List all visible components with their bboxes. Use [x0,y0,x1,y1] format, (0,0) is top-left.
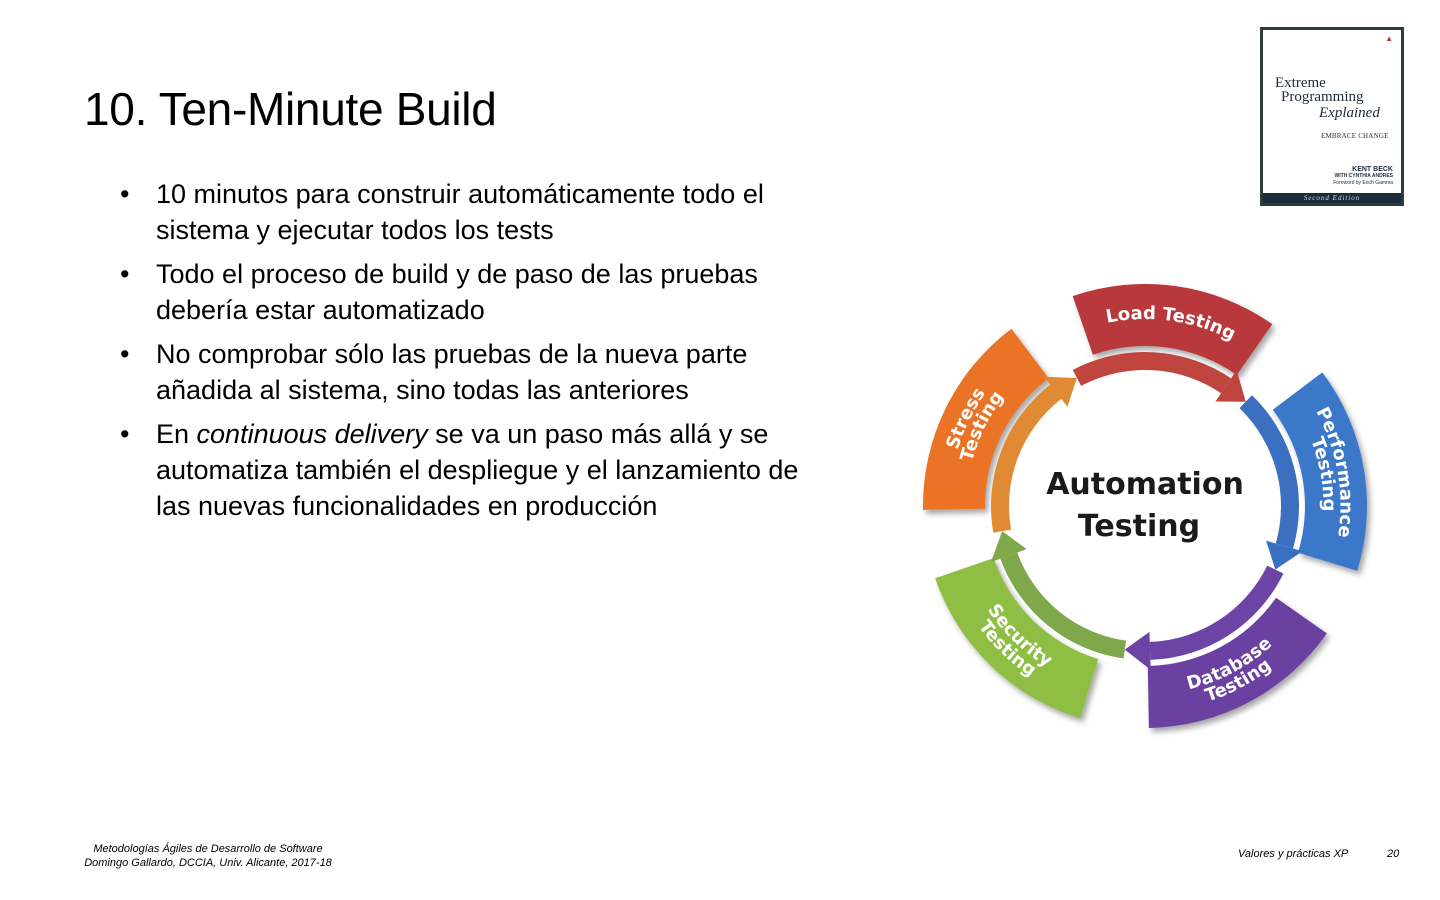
diagram-arrowhead [990,531,1027,563]
footer-credits: Metodologías Ágiles de Desarrollo de Sof… [58,842,358,870]
bullet-marker: • [120,259,130,289]
footer-course: Metodologías Ágiles de Desarrollo de Sof… [93,843,323,855]
diagram-cycle-arrow [1149,565,1284,660]
diagram-segment-band [1147,597,1327,728]
diagram-cycle-arrow [991,384,1062,533]
book-coauthor: WITH CYNTHIA ANDRES [1334,173,1393,179]
book-author: KENT BECK [1352,166,1393,173]
slide-title: 10. Ten-Minute Build [84,83,497,135]
footer-author: Domingo Gallardo, DCCIA, Univ. Alicante,… [84,857,332,869]
diagram-center-line1: Automation [1046,467,1244,502]
bullet-list: • 10 minutos para construir automáticame… [120,176,800,532]
diagram-arrowhead [1044,376,1077,407]
diagram-segment-band [1072,283,1273,375]
book-title-line1: Extreme [1275,75,1326,91]
bullet-text-emphasis: continuous delivery [196,419,428,449]
book-cover-image: ▲ Extreme Programming Explained EMBRACE … [1260,27,1404,206]
bullet-item: • En continuous delivery se va un paso m… [120,416,800,524]
diagram-center-line2: Testing [1078,509,1200,544]
automation-testing-diagram: Load TestingPerformanceTestingDatabaseTe… [922,283,1368,728]
bullet-marker: • [120,419,130,449]
diagram-cycle-arrow [1239,395,1299,549]
book-authors: KENT BECK WITH CYNTHIA ANDRES Foreword b… [1333,166,1393,187]
diagram-arrowhead [1266,540,1303,570]
bullet-text-post: se va un paso más allá y se automatiza t… [156,419,799,521]
diagram-segment-band [935,558,1099,719]
book-edition-band: Second Edition [1263,193,1401,203]
book-subtitle: EMBRACE CHANGE [1321,132,1389,140]
diagram-cycle-arrow [1072,352,1232,394]
diagram-arrowhead [1215,370,1246,402]
bullet-item: • No comprobar sólo las pruebas de la nu… [120,336,800,408]
bullet-marker: • [120,339,130,369]
bullet-item: • Todo el proceso de build y de paso de … [120,256,800,328]
bullet-text: Todo el proceso de build y de paso de la… [156,259,758,325]
publisher-logo-icon: ▲ [1385,34,1393,43]
bullet-item: • 10 minutos para construir automáticame… [120,176,800,248]
book-foreword: Foreword by Erich Gamma [1333,180,1393,186]
bullet-marker: • [120,179,130,209]
book-title-line3: Explained [1319,105,1380,121]
bullet-text: 10 minutos para construir automáticament… [156,179,764,245]
diagram-cycle-arrow [1000,552,1127,659]
footer-section-title: Valores y prácticas XP [1238,848,1349,860]
bullet-text: No comprobar sólo las pruebas de la nuev… [156,339,748,405]
page-number: 20 [1387,848,1400,860]
book-title-line2: Programming [1281,89,1364,105]
diagram-arrowhead [1124,631,1151,670]
diagram-segment-band [1272,372,1368,571]
diagram-segment-band [922,328,1049,510]
bullet-text-pre: En [156,419,197,449]
